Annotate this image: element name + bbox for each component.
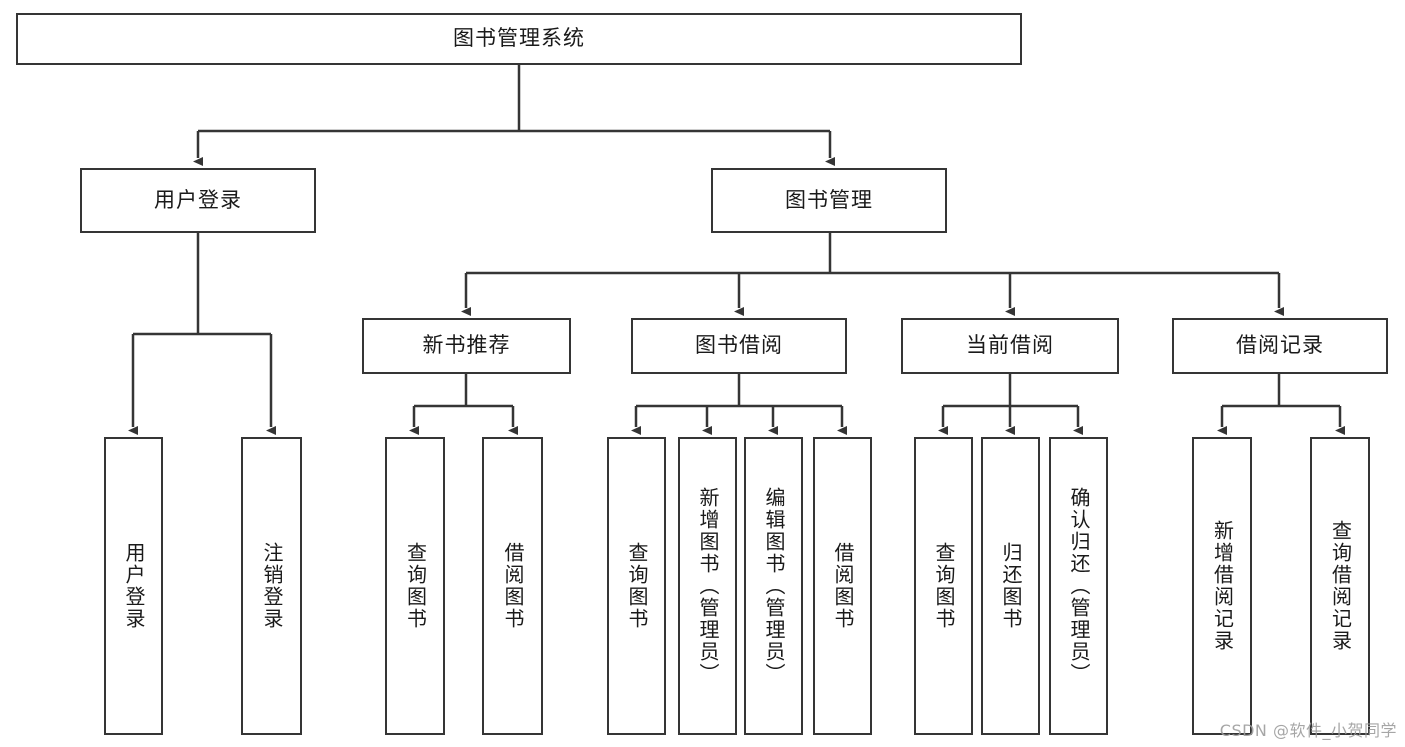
node-label: 借阅图书 xyxy=(501,542,525,630)
node-label: 注销登录 xyxy=(260,542,284,630)
leaf-borrow-record-add-record[interactable]: 新增借阅记录 xyxy=(1192,437,1252,735)
node-label: 借阅图书 xyxy=(831,542,855,630)
node-label: 归还图书 xyxy=(999,542,1023,630)
node-label: 当前借阅 xyxy=(966,333,1054,358)
node-new-book-recommend[interactable]: 新书推荐 xyxy=(362,318,571,374)
leaf-user-login-logout[interactable]: 注销登录 xyxy=(241,437,302,735)
leaf-new-book-borrow-book[interactable]: 借阅图书 xyxy=(482,437,543,735)
node-label: 新增借阅记录 xyxy=(1210,520,1235,652)
node-current-borrow[interactable]: 当前借阅 xyxy=(901,318,1119,374)
leaf-book-borrow-edit-book-admin[interactable]: 编辑图书（管理员） xyxy=(744,437,803,735)
leaf-book-borrow-query-book[interactable]: 查询图书 xyxy=(607,437,666,735)
leaf-current-borrow-query-book[interactable]: 查询图书 xyxy=(914,437,973,735)
watermark-text: CSDN @软件_小贺同学 xyxy=(1219,721,1397,740)
node-label: 借阅记录 xyxy=(1236,333,1324,358)
node-label: 图书管理 xyxy=(785,187,873,212)
node-label: 图书借阅 xyxy=(695,333,783,358)
node-label: 查询借阅记录 xyxy=(1328,520,1353,652)
node-label: 确认归还（管理员） xyxy=(1067,487,1091,685)
node-label: 用户登录 xyxy=(122,542,146,630)
node-label: 查询图书 xyxy=(932,542,956,630)
leaf-current-borrow-confirm-return-admin[interactable]: 确认归还（管理员） xyxy=(1049,437,1108,735)
node-label: 编辑图书（管理员） xyxy=(762,487,786,685)
leaf-current-borrow-return-book[interactable]: 归还图书 xyxy=(981,437,1040,735)
node-borrow-record[interactable]: 借阅记录 xyxy=(1172,318,1388,374)
node-label: 用户登录 xyxy=(154,187,242,212)
leaf-book-borrow-borrow-book[interactable]: 借阅图书 xyxy=(813,437,872,735)
node-book-borrow[interactable]: 图书借阅 xyxy=(631,318,847,374)
node-book-management-system[interactable]: 图书管理系统 xyxy=(16,13,1022,65)
node-book-management[interactable]: 图书管理 xyxy=(711,168,947,233)
leaf-new-book-query-book[interactable]: 查询图书 xyxy=(385,437,445,735)
node-label: 查询图书 xyxy=(625,542,649,630)
node-label: 查询图书 xyxy=(403,542,428,630)
node-label: 新增图书（管理员） xyxy=(696,487,720,685)
node-label: 图书管理系统 xyxy=(453,26,585,51)
leaf-borrow-record-query-record[interactable]: 查询借阅记录 xyxy=(1310,437,1370,735)
node-label: 新书推荐 xyxy=(422,333,511,358)
leaf-user-login-login[interactable]: 用户登录 xyxy=(104,437,163,735)
leaf-book-borrow-add-book-admin[interactable]: 新增图书（管理员） xyxy=(678,437,737,735)
node-user-login[interactable]: 用户登录 xyxy=(80,168,316,233)
